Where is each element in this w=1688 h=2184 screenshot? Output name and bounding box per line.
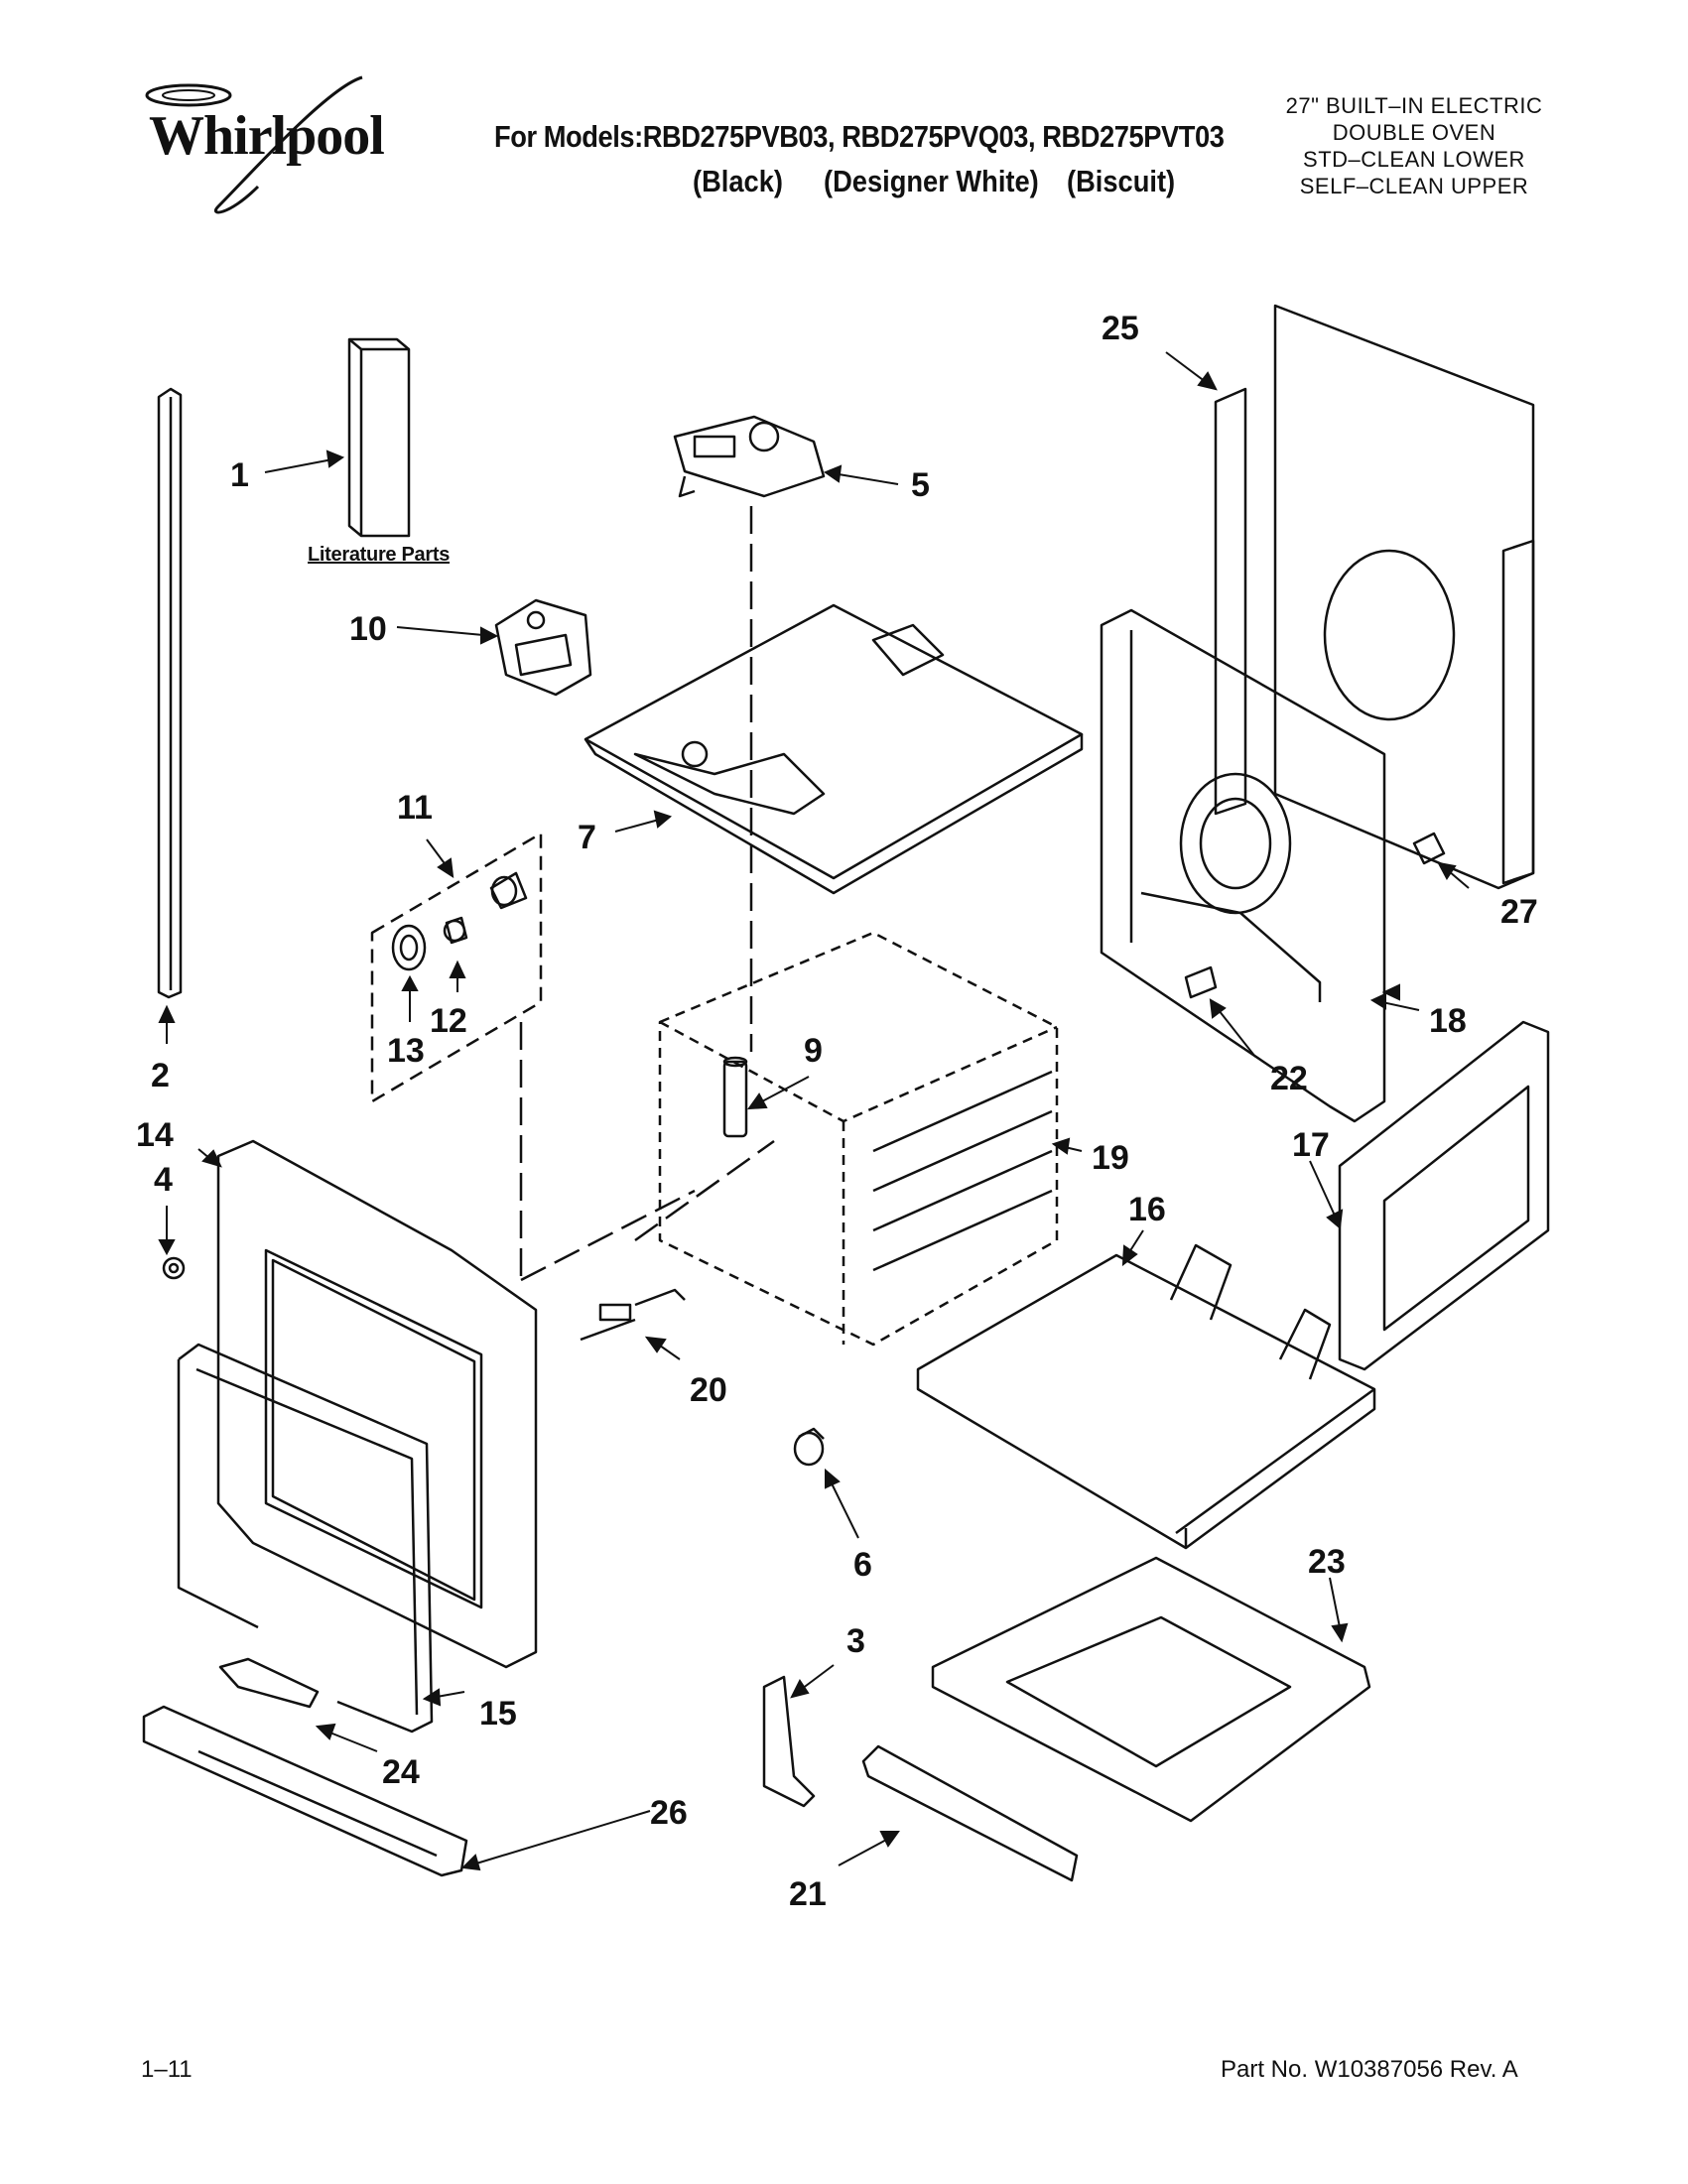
models-line: For Models:RBD275PVB03, RBD275PVQ03, RBD… xyxy=(494,119,1225,154)
part-11-components xyxy=(391,871,528,971)
color-black: (Black) xyxy=(693,164,783,198)
part-7-top-panel xyxy=(584,603,1084,895)
part-trim-strip xyxy=(157,387,183,999)
callout-2: 2 xyxy=(151,1057,170,1094)
part-15-gasket xyxy=(177,1343,434,1734)
part-17-side-panel xyxy=(1338,1020,1550,1371)
part-24-clip xyxy=(218,1657,320,1709)
brand-wordmark: Whirlpool xyxy=(149,105,385,167)
callout-22: 22 xyxy=(1270,1060,1308,1097)
callout-18: 18 xyxy=(1429,1002,1467,1040)
callout-10: 10 xyxy=(349,610,387,648)
part-26-vent-trim xyxy=(142,1705,468,1877)
callout-19: 19 xyxy=(1092,1139,1129,1177)
part-3-bracket xyxy=(762,1675,816,1808)
callout-21: 21 xyxy=(789,1875,827,1913)
callout-11: 11 xyxy=(397,789,433,827)
callout-27: 27 xyxy=(1500,893,1538,931)
callout-26: 26 xyxy=(650,1794,688,1832)
callout-6: 6 xyxy=(853,1546,872,1584)
part-5-assembly xyxy=(673,415,826,498)
description-line: 27" BUILT–IN ELECTRIC xyxy=(1285,93,1543,118)
part-9-element xyxy=(722,1056,748,1138)
part-4-screw xyxy=(162,1256,186,1280)
product-description: 27" BUILT–IN ELECTRIC DOUBLE OVEN STD–CL… xyxy=(1245,92,1583,199)
callout-17: 17 xyxy=(1292,1126,1330,1164)
color-designer-white: (Designer White) xyxy=(824,164,1039,198)
callout-9: 9 xyxy=(804,1032,823,1070)
part-19-racks xyxy=(872,1070,1053,1272)
callout-25: 25 xyxy=(1102,310,1139,347)
part-11-group xyxy=(370,832,543,1103)
part-6-knob xyxy=(793,1427,825,1467)
part-14-front-frame xyxy=(216,1139,538,1669)
callout-12: 12 xyxy=(430,1002,467,1040)
callout-23: 23 xyxy=(1308,1543,1346,1581)
callout-4: 4 xyxy=(154,1161,173,1199)
callout-14: 14 xyxy=(136,1116,174,1154)
callout-1: 1 xyxy=(230,456,249,494)
part-10-bracket xyxy=(494,598,592,697)
whirlpool-logo xyxy=(145,75,363,214)
part-23-tray xyxy=(931,1556,1371,1823)
callout-3: 3 xyxy=(846,1622,865,1660)
part-literature xyxy=(347,337,411,538)
part-20-sensor xyxy=(580,1288,686,1342)
callout-5: 5 xyxy=(911,466,930,504)
description-line: SELF–CLEAN UPPER xyxy=(1299,174,1529,198)
part-18-rear-panel xyxy=(1100,608,1386,1123)
part-22-switch xyxy=(1184,965,1218,999)
callout-15: 15 xyxy=(479,1695,517,1733)
description-line: DOUBLE OVEN xyxy=(1332,120,1496,145)
part-16-bottom-panel xyxy=(916,1243,1376,1550)
part-27-clip xyxy=(1412,832,1446,865)
description-line: STD–CLEAN LOWER xyxy=(1303,147,1525,172)
assembly-leader-lines xyxy=(519,506,775,1282)
color-biscuit: (Biscuit) xyxy=(1067,164,1176,198)
part-number: Part No. W10387056 Rev. A xyxy=(1221,2056,1518,2083)
callout-numbers: 1 2 3 4 5 6 7 9 10 11 12 13 14 15 16 17 … xyxy=(136,310,1538,1913)
callout-13: 13 xyxy=(387,1032,425,1070)
part-21-rail xyxy=(861,1744,1079,1882)
part-19-oven-liner xyxy=(658,931,1059,1347)
callout-7: 7 xyxy=(578,819,596,856)
callout-20: 20 xyxy=(690,1371,727,1409)
callout-16: 16 xyxy=(1128,1191,1166,1228)
callout-24: 24 xyxy=(382,1753,420,1791)
literature-parts-label: Literature Parts xyxy=(308,544,451,566)
callout-arrows xyxy=(158,351,1470,1871)
part-25-back-panel xyxy=(1214,304,1535,890)
page-number: 1–11 xyxy=(141,2056,193,2083)
